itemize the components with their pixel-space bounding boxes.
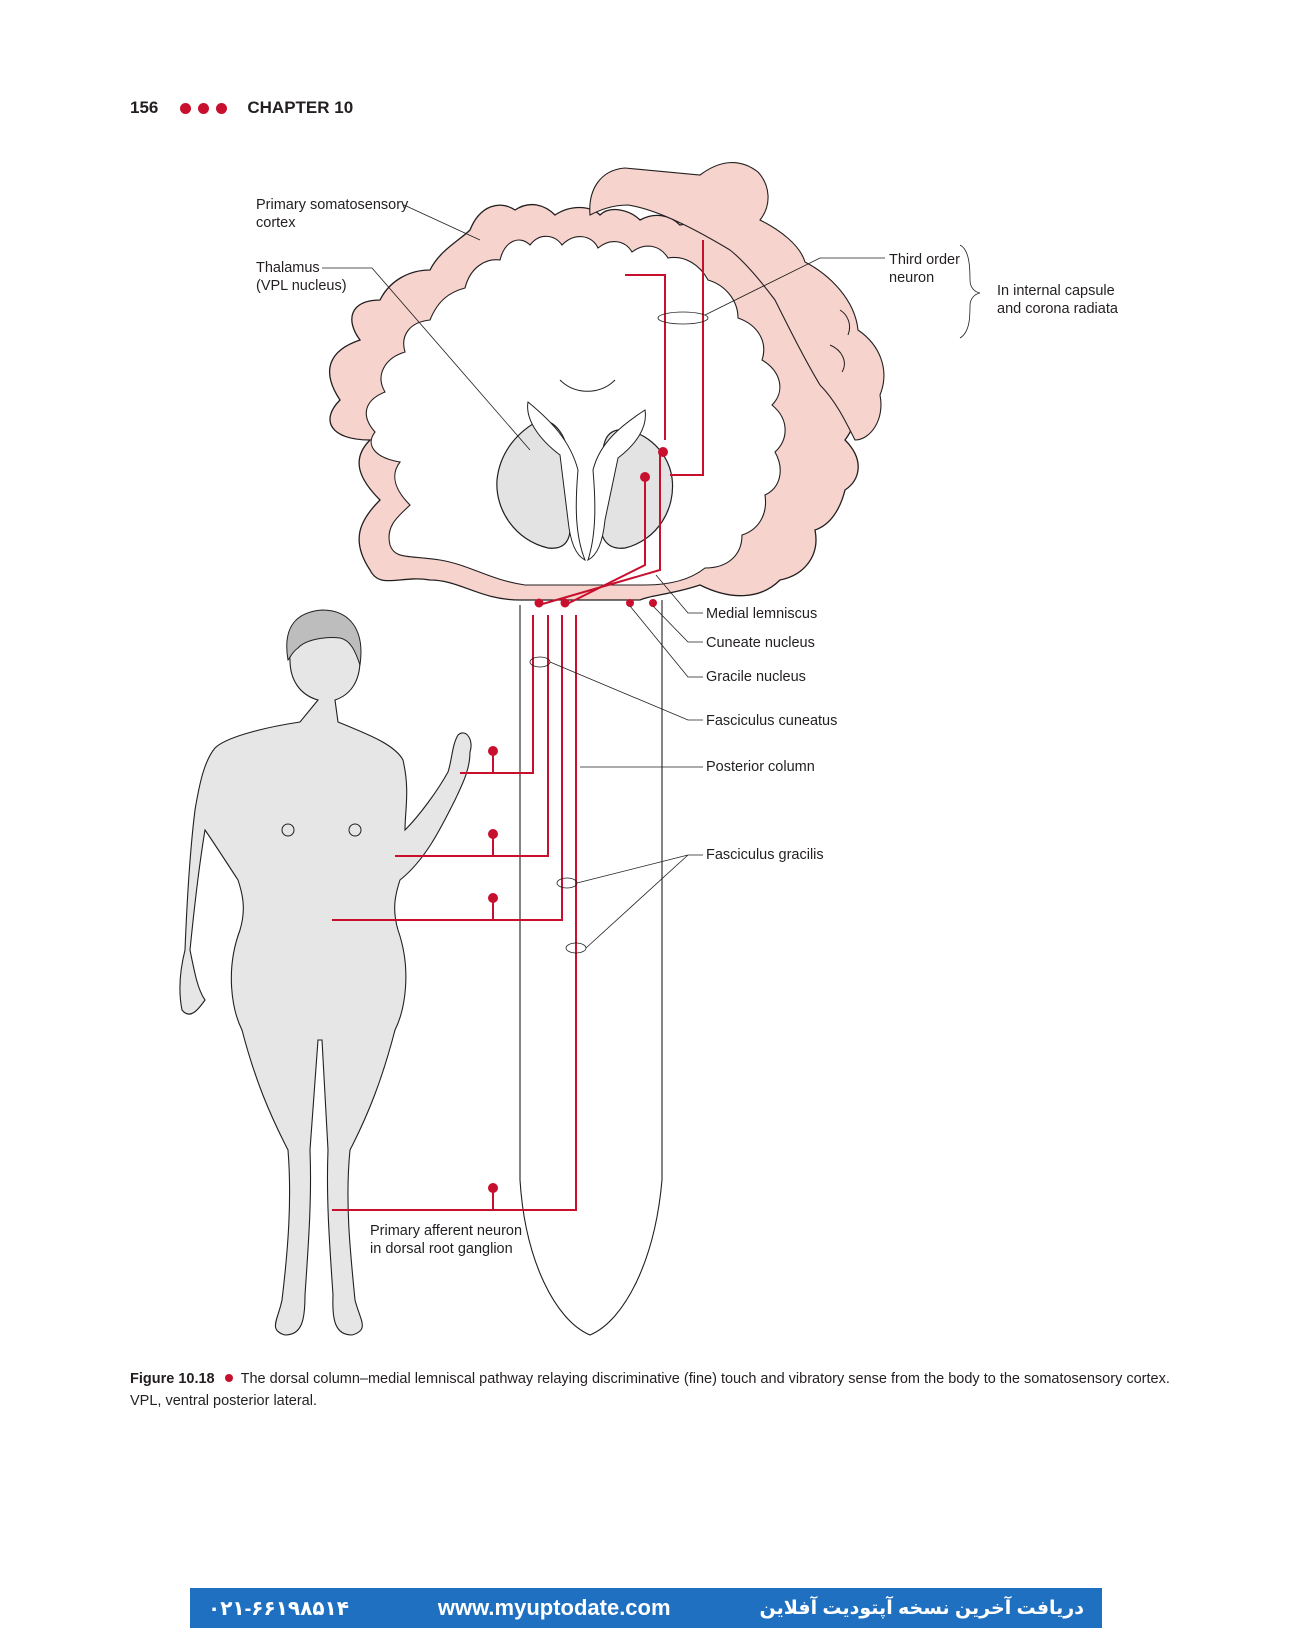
label-internal-capsule: In internal capsule and corona radiata <box>997 283 1118 317</box>
corpus-callosum <box>559 379 616 392</box>
leader-fasciculus-gracilis <box>576 854 703 949</box>
leader-cuneate <box>652 605 703 643</box>
ganglion-leg <box>488 1183 498 1193</box>
white-matter <box>365 235 786 586</box>
banner-url[interactable]: www.myuptodate.com <box>437 1595 671 1620</box>
thalamus-node-2 <box>640 472 650 482</box>
internal-capsule-brace <box>959 244 981 339</box>
breast-left-marker <box>281 823 295 837</box>
neural-pathway <box>332 240 704 1211</box>
homunculus-outline <box>589 162 885 441</box>
spinal-cord-outline <box>519 600 663 1336</box>
ventricle-right <box>587 409 646 561</box>
sensory-homunculus <box>589 162 885 441</box>
label-third-order-neuron: Third order neuron <box>889 252 960 286</box>
label-thalamus: Thalamus (VPL nucleus) <box>256 260 347 294</box>
ganglion-trunk <box>488 893 498 903</box>
promo-banner[interactable]: ۰۲۱-۶۶۱۹۸۵۱۴ www.myuptodate.com دریافت آ… <box>190 1588 1102 1628</box>
label-cuneate-nucleus: Cuneate nucleus <box>706 635 815 651</box>
cuneate-nucleus-node <box>560 598 570 608</box>
pathway-figure <box>179 162 981 1336</box>
label-medial-lemniscus: Medial lemniscus <box>706 606 818 622</box>
human-body <box>179 609 472 1336</box>
label-fasciculus-gracilis: Fasciculus gracilis <box>706 847 824 863</box>
leader-thalamus <box>322 267 531 451</box>
page-header: 156 CHAPTER 10 <box>130 96 353 120</box>
banner-phone: ۰۲۱-۶۶۱۹۸۵۱۴ <box>208 1597 349 1620</box>
afferent-hand <box>460 615 534 774</box>
page-number: 156 <box>130 98 159 117</box>
leader-gracile <box>629 605 703 678</box>
internal-capsule-ring <box>657 311 709 325</box>
medial-lemniscus-node-2 <box>649 599 657 607</box>
header-dots <box>180 102 228 114</box>
leader-cortex <box>403 204 481 241</box>
caption-text: The dorsal column–medial lemniscal pathw… <box>130 1371 1170 1409</box>
ventricle-left <box>527 401 586 562</box>
banner-persian-text: دریافت آخرین نسخه آپتودیت آفلاین <box>759 1597 1085 1619</box>
figure-number: Figure 10.18 <box>130 1371 215 1387</box>
homunculus-face-detail <box>829 309 851 373</box>
header-dot <box>216 102 228 114</box>
pathway-nodes <box>488 447 668 1193</box>
label-fasciculus-cuneatus: Fasciculus cuneatus <box>706 713 838 729</box>
ganglion-hand <box>488 746 498 756</box>
afferent-leg <box>332 615 577 1211</box>
label-primary-afferent-neuron: Primary afferent neuron in dorsal root g… <box>370 1223 523 1257</box>
label-gracile-nucleus: Gracile nucleus <box>706 669 806 685</box>
leader-third-order <box>704 257 885 316</box>
leader-fasciculus-cuneatus <box>549 661 703 721</box>
gracile-nucleus-node <box>534 598 544 608</box>
caption-dot <box>224 1374 233 1382</box>
ganglion-arm <box>488 829 498 839</box>
label-posterior-column: Posterior column <box>706 759 815 775</box>
thalamus-node-1 <box>658 447 668 457</box>
body-outline <box>179 614 472 1336</box>
leader-lines <box>322 204 981 954</box>
header-dot <box>198 102 210 114</box>
label-primary-somatosensory-cortex: Primary somatosensory cortex <box>256 197 409 231</box>
medial-lemniscus-node-1 <box>626 599 634 607</box>
brain-section <box>329 203 859 601</box>
header-dot <box>180 102 192 114</box>
spinal-cord <box>519 600 663 1336</box>
afferent-arm <box>395 615 549 857</box>
hair <box>286 609 362 666</box>
leader-medial-lemniscus <box>655 574 703 614</box>
afferent-trunk <box>332 615 563 921</box>
third-order-neuron-path <box>625 240 704 476</box>
breast-right-marker <box>348 823 362 837</box>
chapter-title: CHAPTER 10 <box>247 98 354 117</box>
medial-lemniscus-path <box>538 450 661 606</box>
